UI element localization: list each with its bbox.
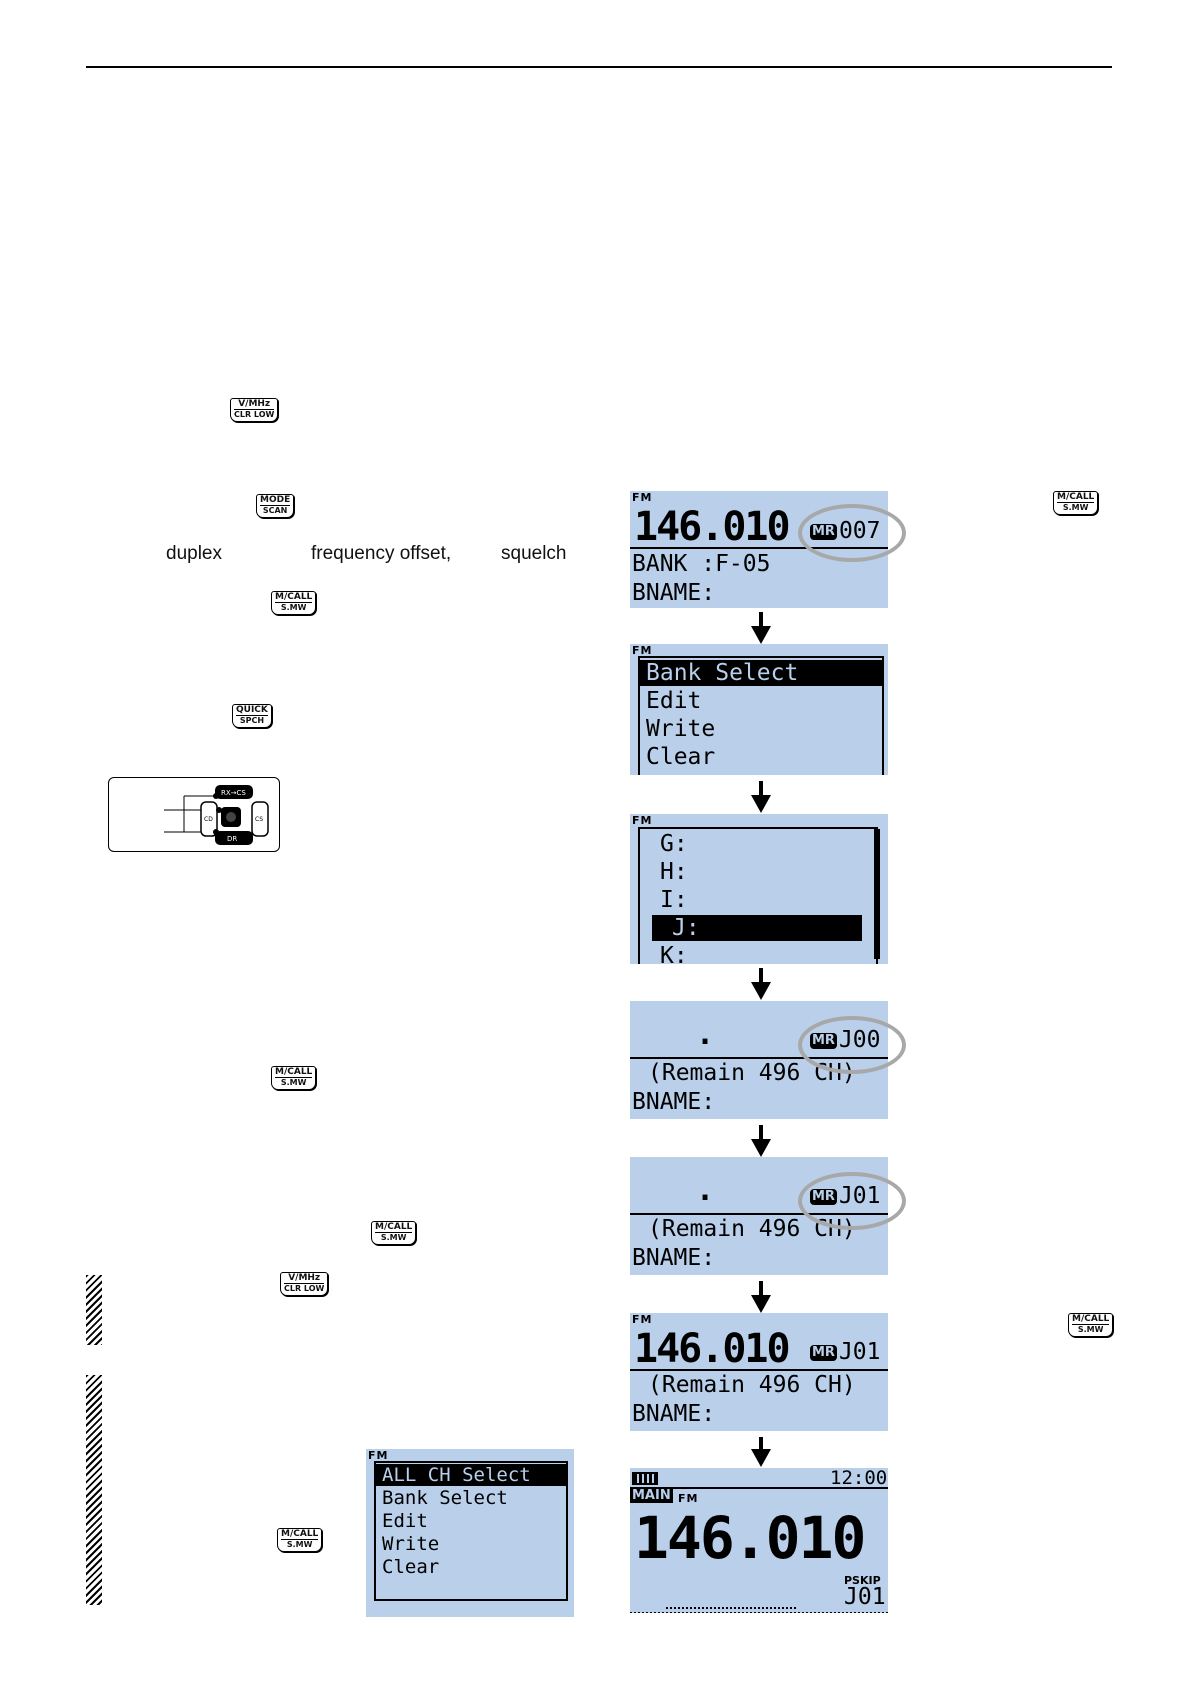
- bname-line: BNAME:: [632, 1245, 716, 1271]
- pskip-indicator: PSKIP: [844, 1574, 881, 1587]
- menu-item[interactable]: ALL CH Select: [376, 1464, 566, 1486]
- mode-indicator: FM: [632, 491, 653, 504]
- lcd-screen-menu-all: FM ALL CH Select Bank Select Edit Write …: [366, 1449, 574, 1617]
- bank-item[interactable]: H:: [660, 859, 688, 885]
- scrollbar[interactable]: [874, 829, 880, 959]
- menu-item[interactable]: Write: [382, 1533, 440, 1555]
- mode-indicator: FM: [632, 644, 653, 657]
- memory-menu: Bank Select Edit Write Clear: [638, 656, 884, 775]
- clock: 12:00: [830, 1468, 888, 1489]
- mode-indicator: FM: [632, 1313, 653, 1326]
- dr-label: DR: [227, 835, 237, 843]
- menu-item[interactable]: Clear: [382, 1556, 440, 1578]
- bank-list: G: H: I: J: K:: [638, 827, 878, 964]
- main-band-indicator: MAIN: [630, 1488, 673, 1503]
- lcd-screen-main: 12:00 MAIN FM 146.010 PSKIP J01: [630, 1468, 888, 1613]
- lcd-screen-bank-list: FM G: H: I: J: K:: [630, 814, 888, 964]
- frequency-display: 146.010: [634, 1504, 866, 1572]
- menu-item[interactable]: Edit: [382, 1510, 428, 1532]
- cd-label: CD: [204, 816, 213, 823]
- dial-diagram: RX→CS DR CD CS: [164, 785, 269, 845]
- bname-line: BNAME:: [632, 1401, 716, 1427]
- bank-item[interactable]: G:: [660, 831, 688, 857]
- highlight-oval: [798, 504, 906, 562]
- bname-line: BNAME:: [632, 580, 716, 606]
- channel-indicator: J01: [844, 1584, 886, 1610]
- bname-line: BNAME:: [632, 1089, 716, 1115]
- battery-icon: [632, 1472, 658, 1485]
- frequency-display: 146.010: [634, 504, 791, 550]
- duplex-label: duplex: [166, 543, 222, 564]
- menu-item[interactable]: Edit: [646, 688, 702, 714]
- highlight-oval: [798, 1172, 906, 1230]
- note-marker: [86, 1275, 102, 1345]
- memory-menu: ALL CH Select Bank Select Edit Write Cle…: [374, 1461, 568, 1601]
- lcd-screen-menu: FM Bank Select Edit Write Clear: [630, 644, 888, 775]
- rxcs-label: RX→CS: [221, 789, 246, 797]
- frequency-placeholder: .: [696, 1017, 715, 1052]
- frequency-display: 146.010: [634, 1326, 791, 1372]
- mode-indicator: FM: [368, 1449, 389, 1462]
- mode-indicator: FM: [632, 814, 653, 827]
- bank-item[interactable]: I:: [660, 887, 688, 913]
- note-marker: [86, 1375, 102, 1605]
- mode-indicator: FM: [678, 1492, 699, 1505]
- frequency-offset-label: frequency offset,: [311, 543, 452, 564]
- highlight-oval: [798, 1016, 906, 1074]
- menu-item[interactable]: Write: [646, 716, 716, 742]
- dial-illustration: RX→CS DR CD CS: [108, 777, 280, 852]
- menu-item[interactable]: Clear: [646, 744, 716, 770]
- cs-label: CS: [255, 816, 263, 823]
- remain-line: (Remain 496 CH): [648, 1372, 856, 1398]
- bank-item[interactable]: K:: [660, 943, 688, 964]
- squelch-label: squelch: [501, 543, 567, 564]
- header-rule: [86, 66, 1112, 68]
- bottom-dots: [630, 1610, 888, 1613]
- menu-item[interactable]: Bank Select: [640, 660, 882, 686]
- bank-item[interactable]: J:: [652, 915, 862, 941]
- menu-item[interactable]: Bank Select: [382, 1487, 508, 1509]
- frequency-placeholder: .: [696, 1173, 715, 1208]
- s-meter: [666, 1604, 796, 1609]
- bank-line: BANK :F-05: [632, 551, 771, 577]
